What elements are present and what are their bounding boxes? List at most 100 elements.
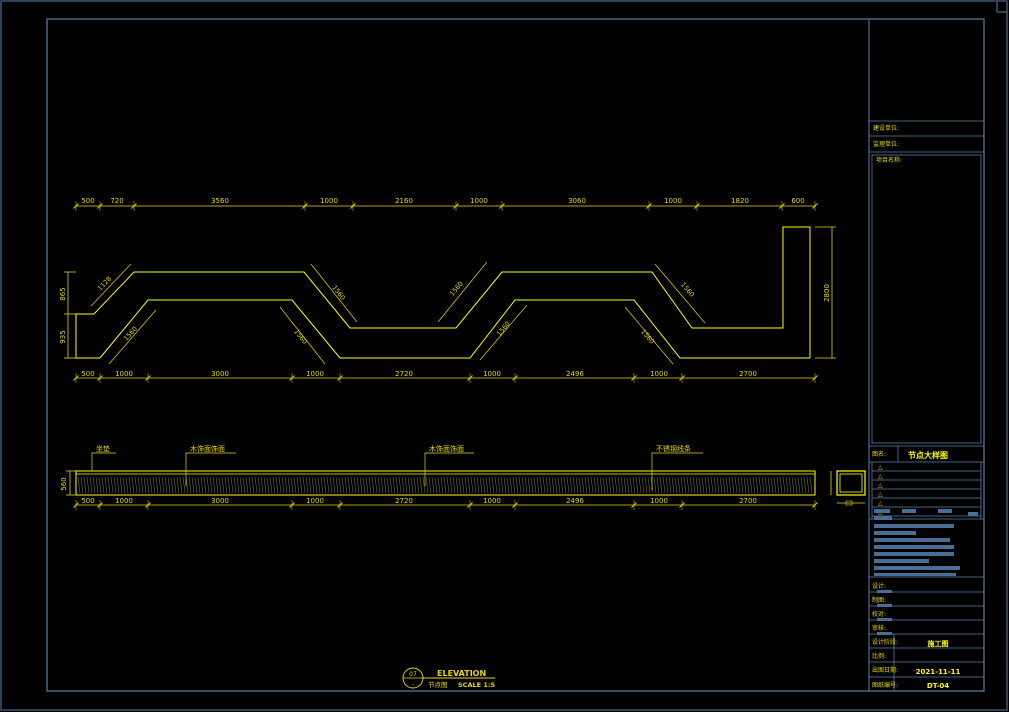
title-block-labels: 建设单位: 监理单位: 项目名称: 图名: 节点大样图 设计: 制图: 校对: … [872,124,961,690]
hatch-stroke [737,476,741,494]
hatch-stroke [701,476,705,494]
plan-right-dimension [815,226,836,359]
hatch-stroke [218,476,222,494]
rev-mark: △ [878,473,883,480]
hatch-stroke [320,476,324,494]
hatch-stroke [722,476,726,494]
hatch-stroke [464,476,468,494]
hatch-stroke [779,476,783,494]
hatch-stroke [704,476,708,494]
hatch-stroke [656,476,660,494]
hatch-stroke [356,476,360,494]
dim-label: 1560 [448,280,465,298]
hatch-stroke [296,476,300,494]
hatch-stroke [746,476,750,494]
hatch-stroke [188,476,192,494]
hatch-stroke [752,476,756,494]
elevation-panel [75,470,816,496]
dim-label: 500 [81,497,94,505]
hatch-stroke [776,476,780,494]
hatch-stroke [494,476,498,494]
hatch-stroke [443,476,447,494]
dim-label: 1560 [292,328,308,346]
client-label: 建设单位: [873,124,899,132]
hatch-stroke [101,476,105,494]
hatch-stroke [200,476,204,494]
hatch-stroke [803,476,807,494]
hatch-stroke [647,476,651,494]
hatch-stroke [686,476,690,494]
hatch-stroke [671,476,675,494]
hatch-stroke [524,476,528,494]
hatch-stroke [458,476,462,494]
dimension-ticks [73,201,818,510]
hatch-stroke [512,476,516,494]
hatch-stroke [797,476,801,494]
hatch-stroke [602,476,606,494]
hatch-stroke [236,476,240,494]
drawing-sub: - [412,681,414,688]
dim-label: 1820 [731,197,749,205]
dim-label: 1000 [664,197,682,205]
hatch-stroke [479,476,483,494]
hatch-stroke [659,476,663,494]
dim-label: 2720 [395,370,413,378]
hatch-stroke [362,476,366,494]
hatch-stroke [431,476,435,494]
hatch-stroke [119,476,123,494]
hatch-stroke [179,476,183,494]
hatch-stroke [698,476,702,494]
hatch-stroke [509,476,513,494]
designer-label: 设计: [872,582,886,590]
dim-label: 500 [81,370,94,378]
hatch-stroke [518,476,522,494]
hatch-stroke [410,476,414,494]
hatch-stroke [104,476,108,494]
hatch-stroke [626,476,630,494]
hatch-stroke [194,476,198,494]
hatch-stroke [203,476,207,494]
hatch-stroke [608,476,612,494]
reviewer-label: 审核: [872,624,886,632]
title-block [869,120,984,691]
plan-outline [75,226,811,359]
hatch-stroke [662,476,666,494]
dim-label: 2160 [395,197,413,205]
dim-label: 1000 [115,497,133,505]
rev-mark: △ [878,500,883,507]
hatch-stroke [653,476,657,494]
hatch-stroke [323,476,327,494]
hatch-stroke [158,476,162,494]
dim-label: 2700 [739,497,757,505]
hatch-stroke [305,476,309,494]
hatch-stroke [212,476,216,494]
hatch-stroke [482,476,486,494]
dim-label: 1000 [306,370,324,378]
hatch-stroke [530,476,534,494]
hatch-stroke [317,476,321,494]
hatch-stroke [446,476,450,494]
dim-label: 1000 [306,497,324,505]
hatch-stroke [467,476,471,494]
hatch-stroke [548,476,552,494]
hatch-stroke [470,476,474,494]
hatch-stroke [83,476,87,494]
hatch-stroke [293,476,297,494]
hatch-stroke [536,476,540,494]
hatch-stroke [338,476,342,494]
hatch-stroke [350,476,354,494]
hatch-stroke [377,476,381,494]
hatch-stroke [419,476,423,494]
dim-label: 720 [110,197,123,205]
hatch-stroke [266,476,270,494]
hatch-stroke [428,476,432,494]
hatch-stroke [401,476,405,494]
hatch-stroke [152,476,156,494]
hatch-stroke [809,476,813,494]
hatch-stroke [551,476,555,494]
hatch-stroke [788,476,792,494]
rev-mark: △ [878,464,883,471]
sheet-number-value: DT-04 [927,682,949,690]
hatch-stroke [146,476,150,494]
hatch-stroke [725,476,729,494]
